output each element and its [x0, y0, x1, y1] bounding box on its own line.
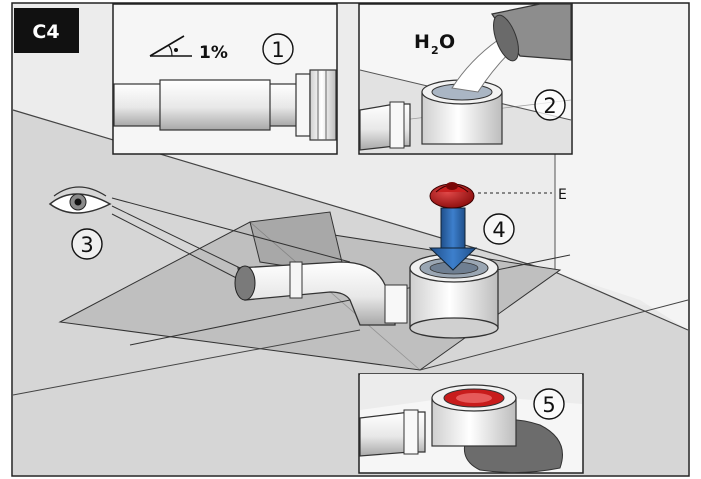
inset-sealed: 5: [358, 373, 584, 474]
water-label-sub: 2: [431, 44, 439, 57]
drain-cap-icon: [429, 182, 475, 209]
inset-slope: 1% 1: [112, 3, 338, 155]
figure-label-badge: C4: [14, 8, 79, 53]
slope-text: 1%: [199, 43, 228, 63]
eye-icon: [48, 186, 112, 214]
down-arrow-icon: [428, 207, 478, 271]
slope-icon: [149, 35, 192, 57]
svg-text:4: 4: [492, 218, 505, 242]
callout-letter: E: [558, 187, 567, 203]
step-5-marker: 5: [542, 393, 555, 417]
water-label-tail: O: [439, 31, 455, 53]
step-3-marker: 3: [71, 228, 103, 260]
sight-lines: [111, 197, 351, 286]
drain-assembly: [234, 253, 499, 339]
figure-label: C4: [32, 21, 59, 43]
step-4-marker: 4: [483, 213, 515, 245]
inset-water: H 2 O 2: [358, 3, 573, 155]
water-bucket-icon: [491, 3, 572, 62]
water-label-main: H: [414, 31, 430, 53]
step-1-marker: 1: [271, 38, 284, 62]
step-2-marker: 2: [543, 94, 556, 118]
svg-text:3: 3: [80, 233, 93, 257]
